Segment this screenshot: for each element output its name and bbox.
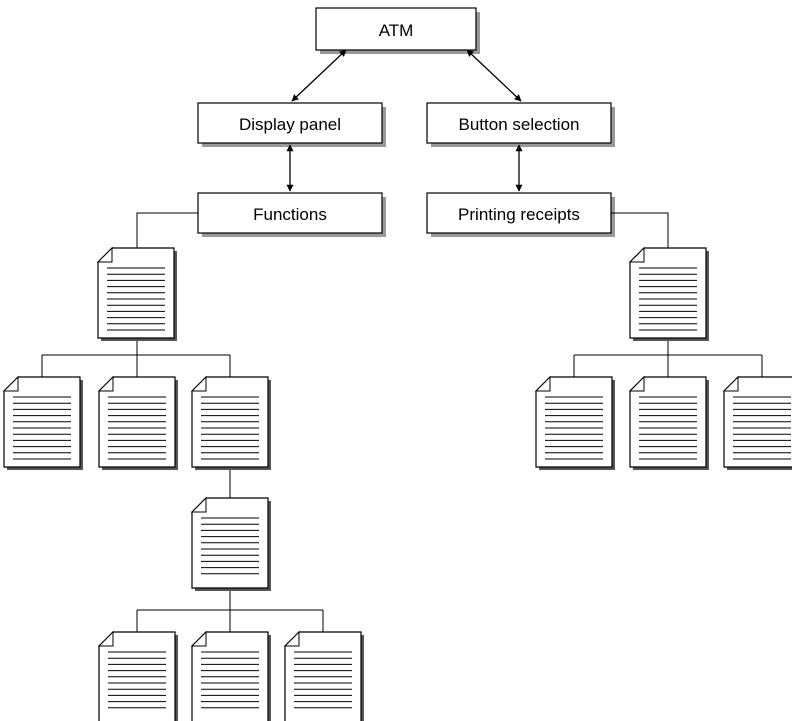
node-display-panel: Display panel [197, 102, 386, 147]
document-icon [534, 375, 615, 470]
document-icon [628, 375, 709, 470]
document-icon [2, 375, 83, 470]
document-icon [96, 246, 177, 341]
node-button-selection: Button selection [426, 102, 615, 147]
node-printing-receipts: Printing receipts [426, 192, 615, 237]
node-atm: ATM [315, 7, 480, 54]
document-icon [190, 496, 271, 591]
connectors-right-tree [573, 212, 763, 377]
document-icon [190, 630, 271, 721]
document-icon [97, 630, 178, 721]
node-display-panel-label: Display panel [239, 115, 341, 134]
document-icon [628, 246, 709, 341]
node-printing-receipts-label: Printing receipts [458, 205, 580, 224]
document-icon [722, 375, 792, 470]
connectors-left-tree [41, 212, 324, 632]
arrow-atm-button-selection [466, 49, 522, 102]
document-icon [283, 630, 364, 721]
node-functions: Functions [197, 192, 386, 237]
node-atm-label: ATM [379, 21, 414, 40]
node-button-selection-label: Button selection [459, 115, 580, 134]
document-icon [190, 375, 271, 470]
arrow-atm-display-panel [291, 49, 347, 102]
document-icon [97, 375, 178, 470]
document-icons [2, 246, 792, 721]
node-functions-label: Functions [253, 205, 327, 224]
